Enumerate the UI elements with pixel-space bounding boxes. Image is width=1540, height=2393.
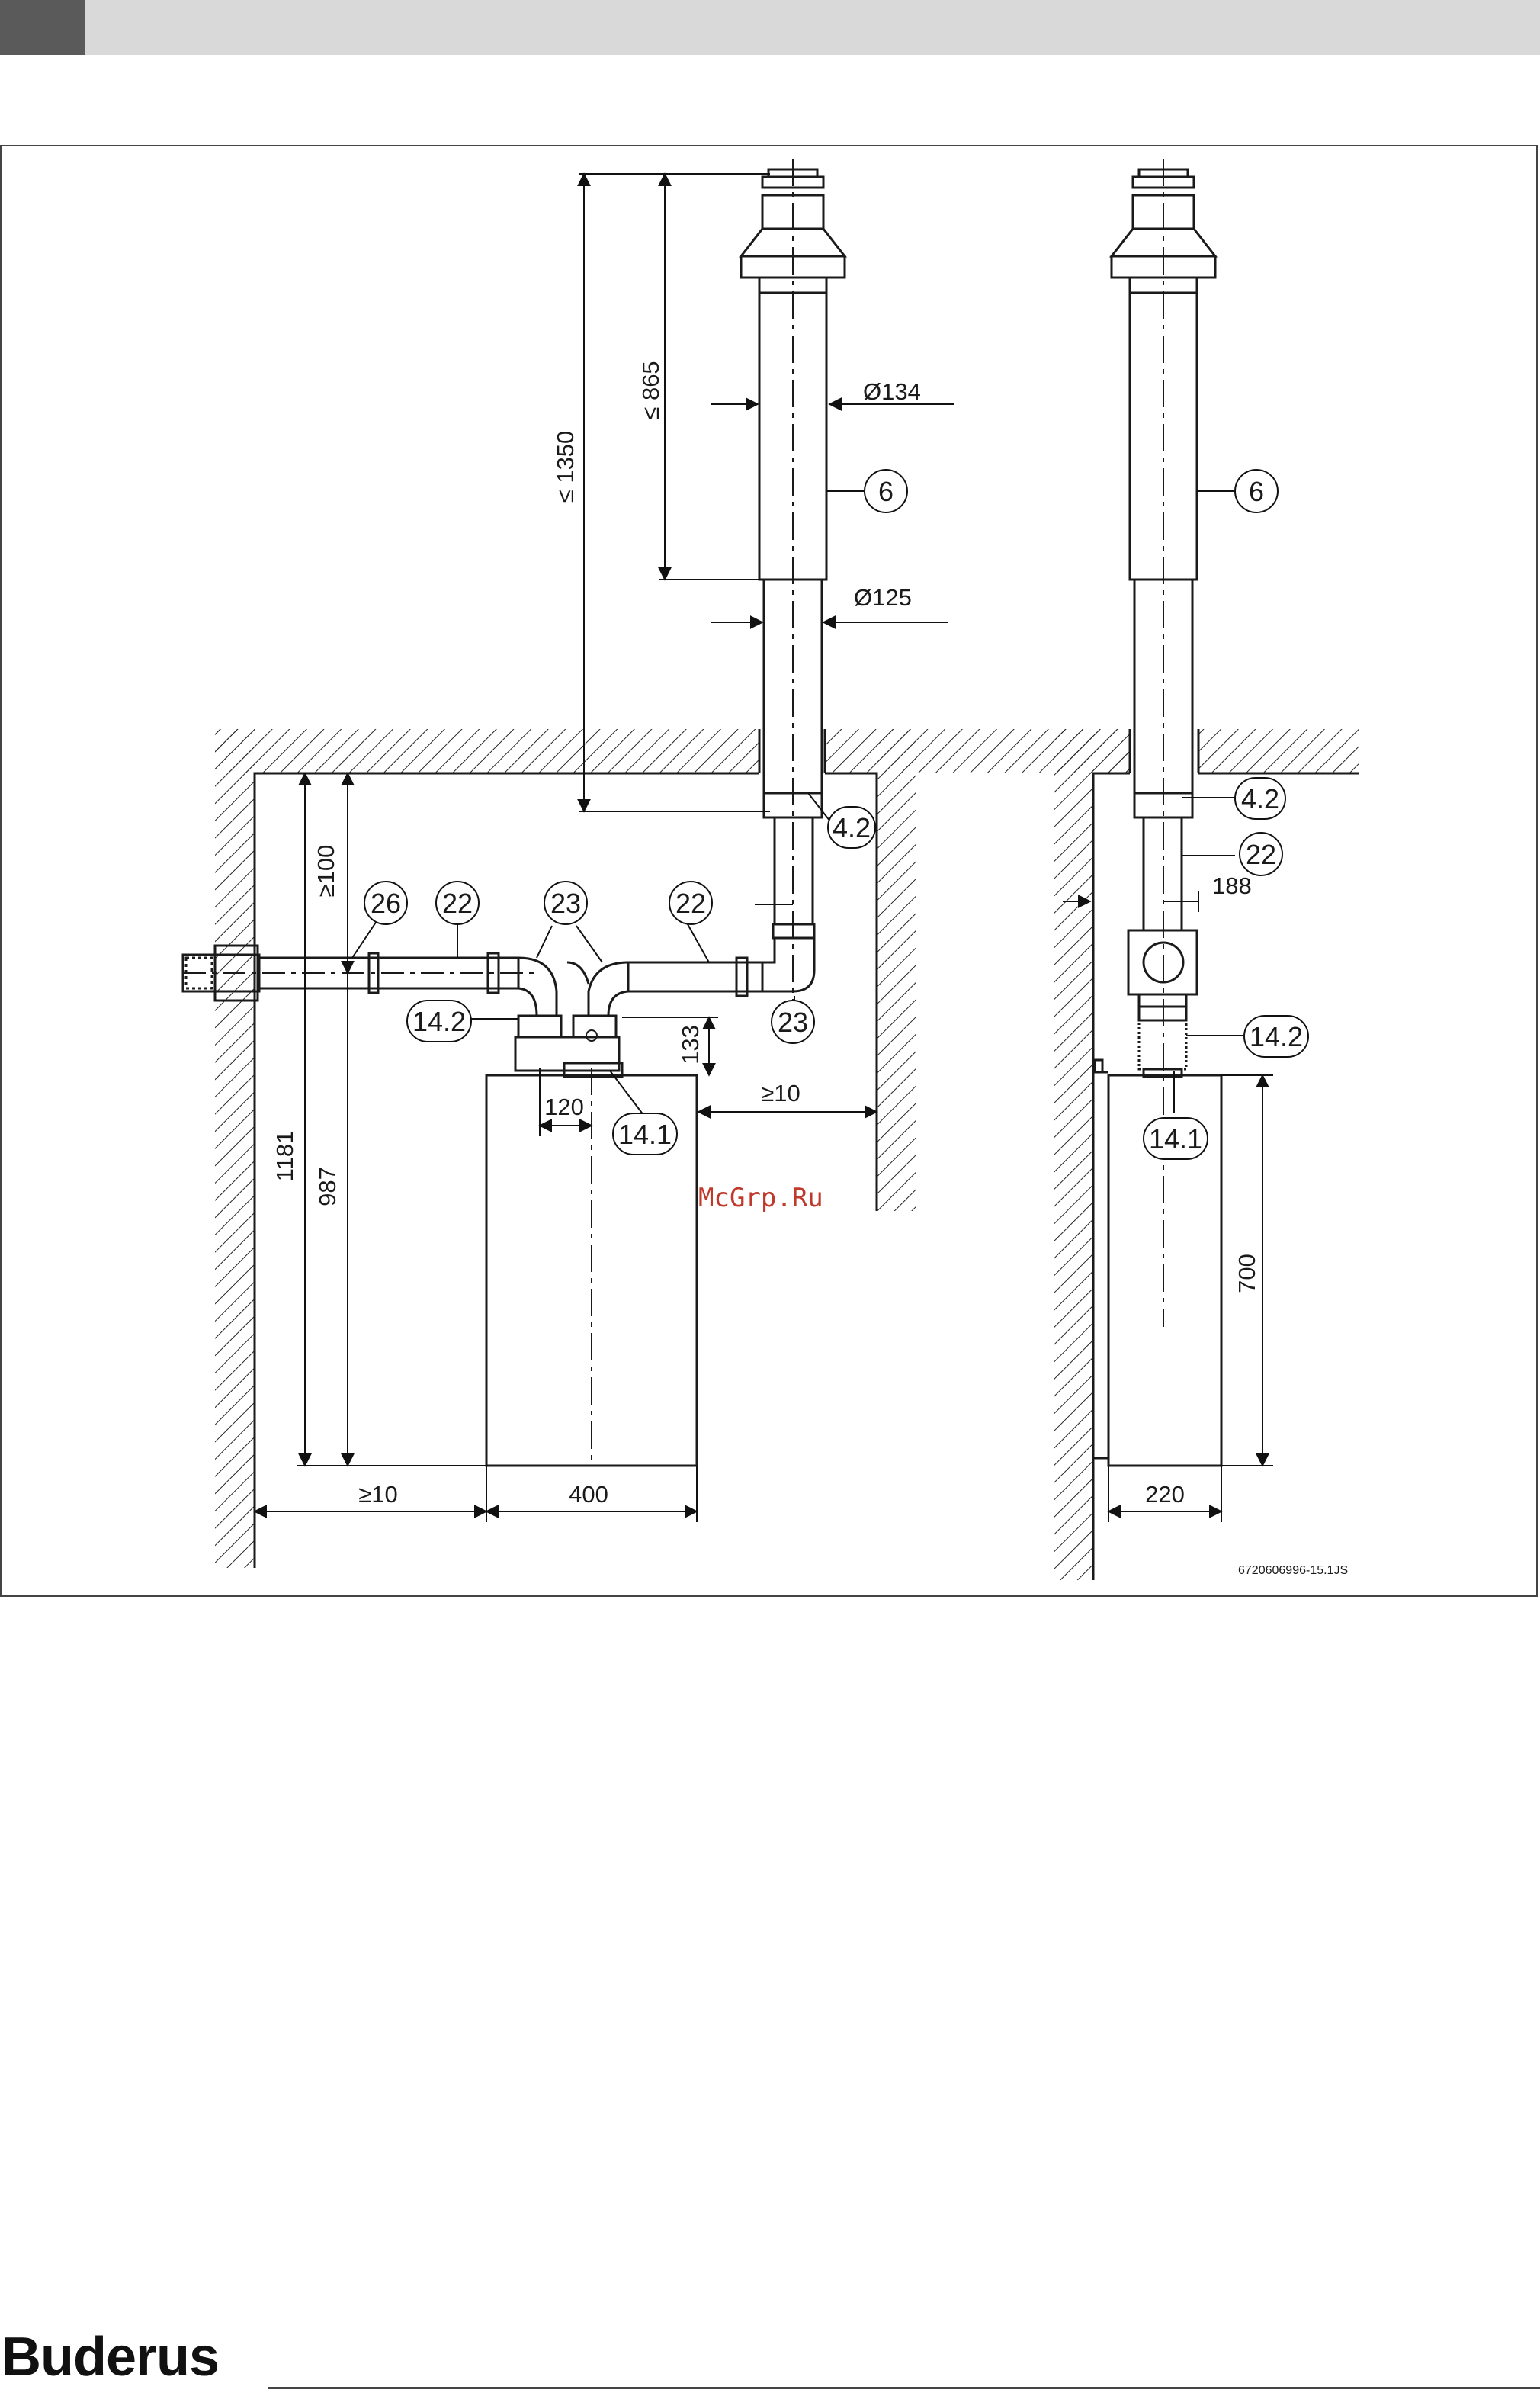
dim-1350: ≤ 1350 [552,431,579,503]
callout-26: 26 [371,888,401,919]
callout-22-side: 22 [1246,839,1276,870]
dim-865: ≤ 865 [637,361,664,419]
callout-4-2-side: 4.2 [1241,783,1279,814]
left-wall-hatch [215,729,255,1568]
dimension-labels: ≤ 1350 ≤ 865 Ø134 Ø125 ≥100 1181 987 133… [271,361,1260,1508]
side-ceiling-hatch [1054,729,1359,773]
dim-1181: 1181 [271,1131,298,1182]
callout-14-1-side: 14.1 [1149,1123,1202,1155]
dim-10-right: ≥10 [761,1080,800,1107]
dim-220: 220 [1145,1481,1185,1508]
side-wall-hatch [1054,729,1093,1580]
dim-dia-125: Ø125 [854,584,912,611]
callout-4-2-front: 4.2 [833,812,871,843]
callout-6-front: 6 [878,476,894,507]
callout-23-top: 23 [550,888,581,919]
buderus-logo: Buderus [2,2326,219,2388]
side-view [1054,159,1359,1580]
dim-987: 987 [314,1167,341,1206]
footer-rule [268,2387,1540,2389]
dim-133: 133 [677,1025,704,1065]
dim-188: 188 [1212,872,1252,899]
watermark-text: McGrp.Ru [698,1183,823,1213]
ceiling-hatch [215,729,1139,773]
callout-22-left: 22 [442,888,473,919]
right-wall-hatch [877,729,916,1211]
dim-100: ≥100 [313,845,339,898]
dim-10-left: ≥10 [358,1481,398,1508]
callout-6-side: 6 [1249,476,1264,507]
callout-23-bottom: 23 [778,1007,808,1038]
figure-code: 6720606996-15.1JS [1238,1564,1348,1577]
callout-22-right: 22 [675,888,706,919]
dim-700: 700 [1234,1254,1260,1293]
dim-dia-134: Ø134 [863,378,921,405]
dim-120: 120 [544,1094,584,1120]
callout-14-1-front: 14.1 [618,1119,672,1150]
callout-14-2-side: 14.2 [1250,1021,1303,1052]
dim-400: 400 [569,1481,608,1508]
callout-14-2-front: 14.2 [412,1006,466,1037]
